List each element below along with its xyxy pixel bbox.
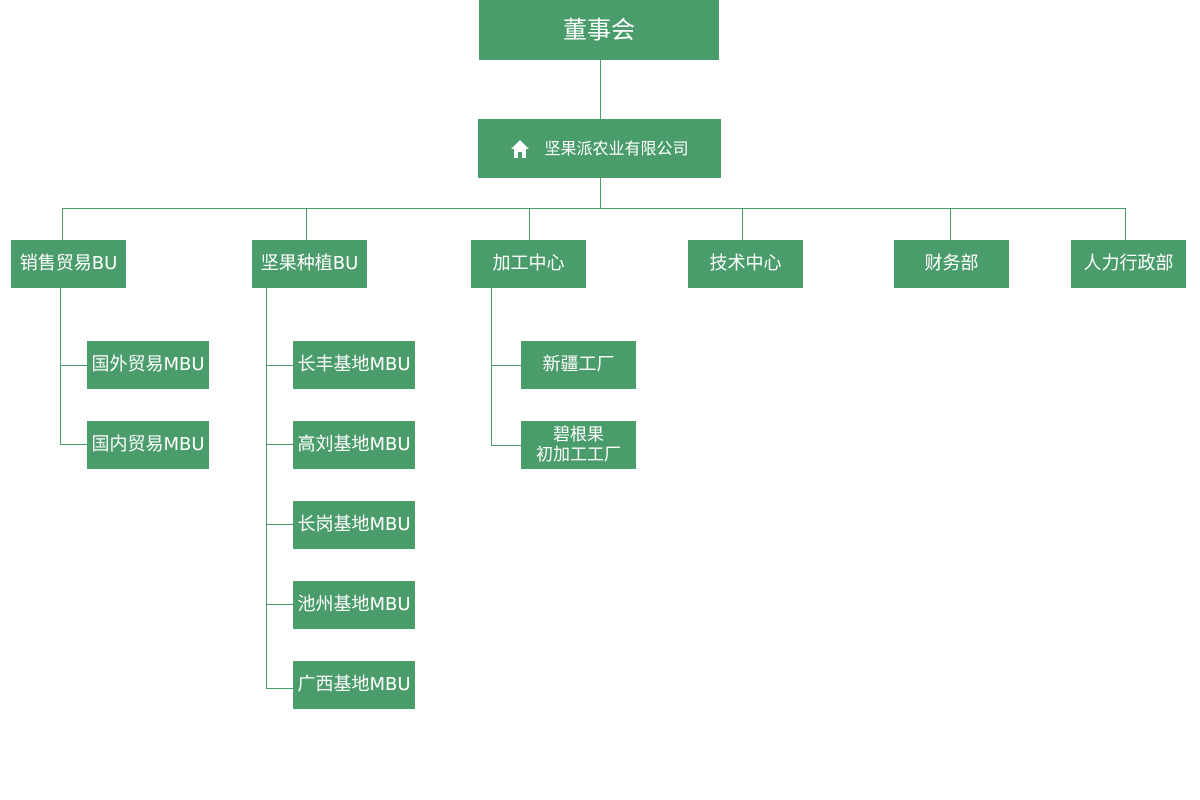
- planting-child-guangxi: 广西基地MBU: [293, 661, 415, 709]
- connector-planting-child-3: [266, 524, 293, 525]
- connector-processing-child-2: [491, 445, 521, 446]
- connector-sales-child-2: [60, 444, 87, 445]
- connector-sales-spine: [60, 288, 61, 445]
- processing-child-xinjiang: 新疆工厂: [521, 341, 636, 389]
- connector-drop-sales: [62, 208, 63, 240]
- connector-sales-child-1: [60, 365, 87, 366]
- division-hr: 人力行政部: [1071, 240, 1186, 288]
- board-box: 董事会: [479, 0, 719, 60]
- connector-planting-child-1: [266, 365, 293, 366]
- connector-drop-hr: [1125, 208, 1126, 240]
- connector-planting-child-4: [266, 604, 293, 605]
- connector-drop-finance: [950, 208, 951, 240]
- connector-drop-planting: [306, 208, 307, 240]
- planting-child-chizhou: 池州基地MBU: [293, 581, 415, 629]
- sales-child-foreign: 国外贸易MBU: [87, 341, 209, 389]
- company-box: 坚果派农业有限公司: [478, 119, 721, 178]
- connector-main-bus: [62, 208, 1126, 209]
- connector-planting-child-2: [266, 444, 293, 445]
- connector-processing-child-1: [491, 365, 521, 366]
- pecan-line-2: 初加工工厂: [536, 445, 621, 465]
- division-tech: 技术中心: [688, 240, 803, 288]
- processing-child-pecan: 碧根果 初加工工厂: [521, 421, 636, 469]
- division-planting: 坚果种植BU: [252, 240, 367, 288]
- planting-child-gaoliu: 高刘基地MBU: [293, 421, 415, 469]
- house-icon: [511, 139, 530, 158]
- company-name: 坚果派农业有限公司: [544, 138, 689, 158]
- division-processing: 加工中心: [471, 240, 586, 288]
- connector-planting-spine: [266, 288, 267, 689]
- planting-child-changfeng: 长丰基地MBU: [293, 341, 415, 389]
- pecan-line-1: 碧根果: [553, 424, 604, 445]
- connector-board-company: [600, 60, 601, 119]
- division-finance: 财务部: [894, 240, 1009, 288]
- division-sales: 销售贸易BU: [11, 240, 126, 288]
- connector-company-bus: [600, 178, 601, 208]
- connector-processing-spine: [491, 288, 492, 446]
- connector-drop-processing: [529, 208, 530, 240]
- sales-child-domestic: 国内贸易MBU: [87, 421, 209, 469]
- connector-drop-tech: [742, 208, 743, 240]
- planting-child-changgang: 长岗基地MBU: [293, 501, 415, 549]
- connector-planting-child-5: [266, 688, 293, 689]
